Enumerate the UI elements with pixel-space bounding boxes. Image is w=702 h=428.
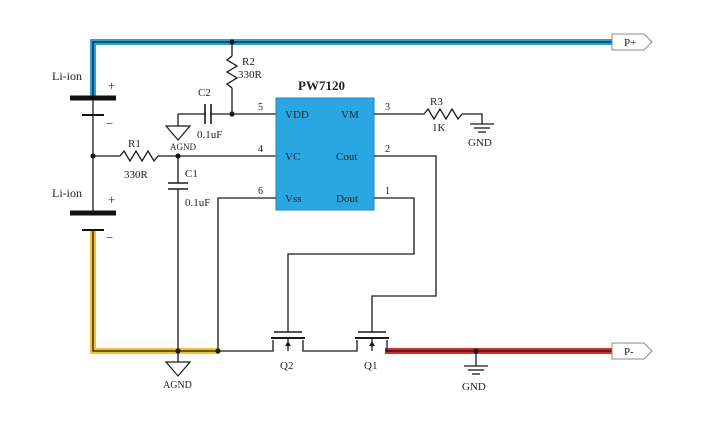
r1-value: 330R: [124, 169, 149, 181]
pin-1-number: 1: [385, 186, 390, 197]
r2-ref: R2: [242, 56, 255, 68]
agnd-bottom-label: AGND: [163, 380, 192, 391]
battery-top-label: Li-ion: [52, 69, 82, 83]
c2-value: 0.1uF: [197, 129, 222, 141]
agnd-symbol-bottom: AGND: [163, 361, 192, 391]
r1-ref: R1: [128, 138, 141, 150]
battery-top-minus: −: [106, 116, 113, 131]
battery-minus-rail-highlight: [90, 230, 218, 354]
p-plus-rail-highlight: [90, 39, 612, 98]
gnd-vm-label: GND: [468, 137, 492, 149]
ic-name: PW7120: [298, 78, 345, 93]
pin-6-number: 6: [258, 186, 263, 197]
pin-vm-label: VM: [341, 109, 359, 121]
pin-vdd-label: VDD: [285, 109, 309, 121]
battery-bottom: Li-ion + −: [52, 186, 116, 245]
terminal-p-plus-label: P+: [624, 37, 636, 49]
capacitor-c2: C2 0.1uF: [197, 87, 222, 141]
gnd-symbol-vm: GND: [468, 123, 494, 149]
battery-bottom-minus: −: [106, 230, 113, 245]
pin-4-number: 4: [258, 144, 263, 155]
terminal-p-plus: P+: [611, 33, 653, 51]
terminal-p-minus-label: P-: [624, 346, 634, 358]
resistor-r2: R2 330R: [225, 42, 263, 114]
battery-top: Li-ion + −: [52, 69, 116, 200]
gnd-pminus-label: GND: [462, 381, 486, 393]
resistor-r1: R1 330R: [119, 138, 159, 181]
mosfet-q1: Q1: [352, 326, 392, 372]
c1-ref: C1: [185, 168, 198, 180]
pin-2-number: 2: [385, 144, 390, 155]
pin-5-number: 5: [258, 102, 263, 113]
mosfet-q2: Q2: [268, 326, 308, 372]
pin-dout-label: Dout: [336, 193, 358, 205]
r2-value: 330R: [238, 69, 263, 81]
pin-vss-label: Vss: [285, 193, 302, 205]
battery-top-plus: +: [108, 78, 115, 93]
q1-label: Q1: [364, 360, 377, 372]
r3-value: 1K: [432, 122, 446, 134]
c1-value: 0.1uF: [185, 197, 210, 209]
pin-cout-label: Cout: [336, 151, 357, 163]
battery-bottom-plus: +: [108, 192, 115, 207]
agnd-symbol-c2: AGND: [164, 125, 196, 152]
pin-vc-label: VC: [285, 151, 300, 163]
resistor-r3: R3 1K: [423, 96, 463, 134]
ic-pw7120: PW7120 VDD VC Vss VM Cout Dout: [275, 78, 375, 211]
pin-3-number: 3: [385, 102, 390, 113]
r3-ref: R3: [430, 96, 443, 108]
capacitor-c1: C1 0.1uF: [168, 156, 210, 351]
agnd-c2-label: AGND: [170, 142, 196, 152]
terminal-p-minus: P-: [611, 342, 653, 360]
battery-bottom-label: Li-ion: [52, 186, 82, 200]
c2-ref: C2: [198, 87, 211, 99]
q2-label: Q2: [280, 360, 293, 372]
gnd-symbol-pminus: GND: [462, 365, 488, 393]
